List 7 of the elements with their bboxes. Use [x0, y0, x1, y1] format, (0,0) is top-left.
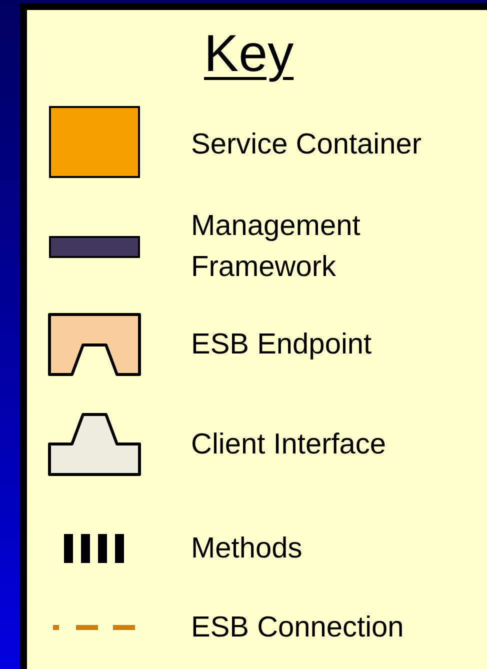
legend-label: ESB Connection: [191, 610, 405, 646]
legend-label: Service Container: [191, 128, 422, 162]
key-title: Key: [204, 28, 294, 80]
legend-label: Management Framework: [191, 209, 362, 285]
legend-label: ESB Endpoint: [191, 328, 373, 362]
legend-label: Client Interface: [191, 428, 388, 462]
legend-label: Methods: [191, 532, 304, 566]
